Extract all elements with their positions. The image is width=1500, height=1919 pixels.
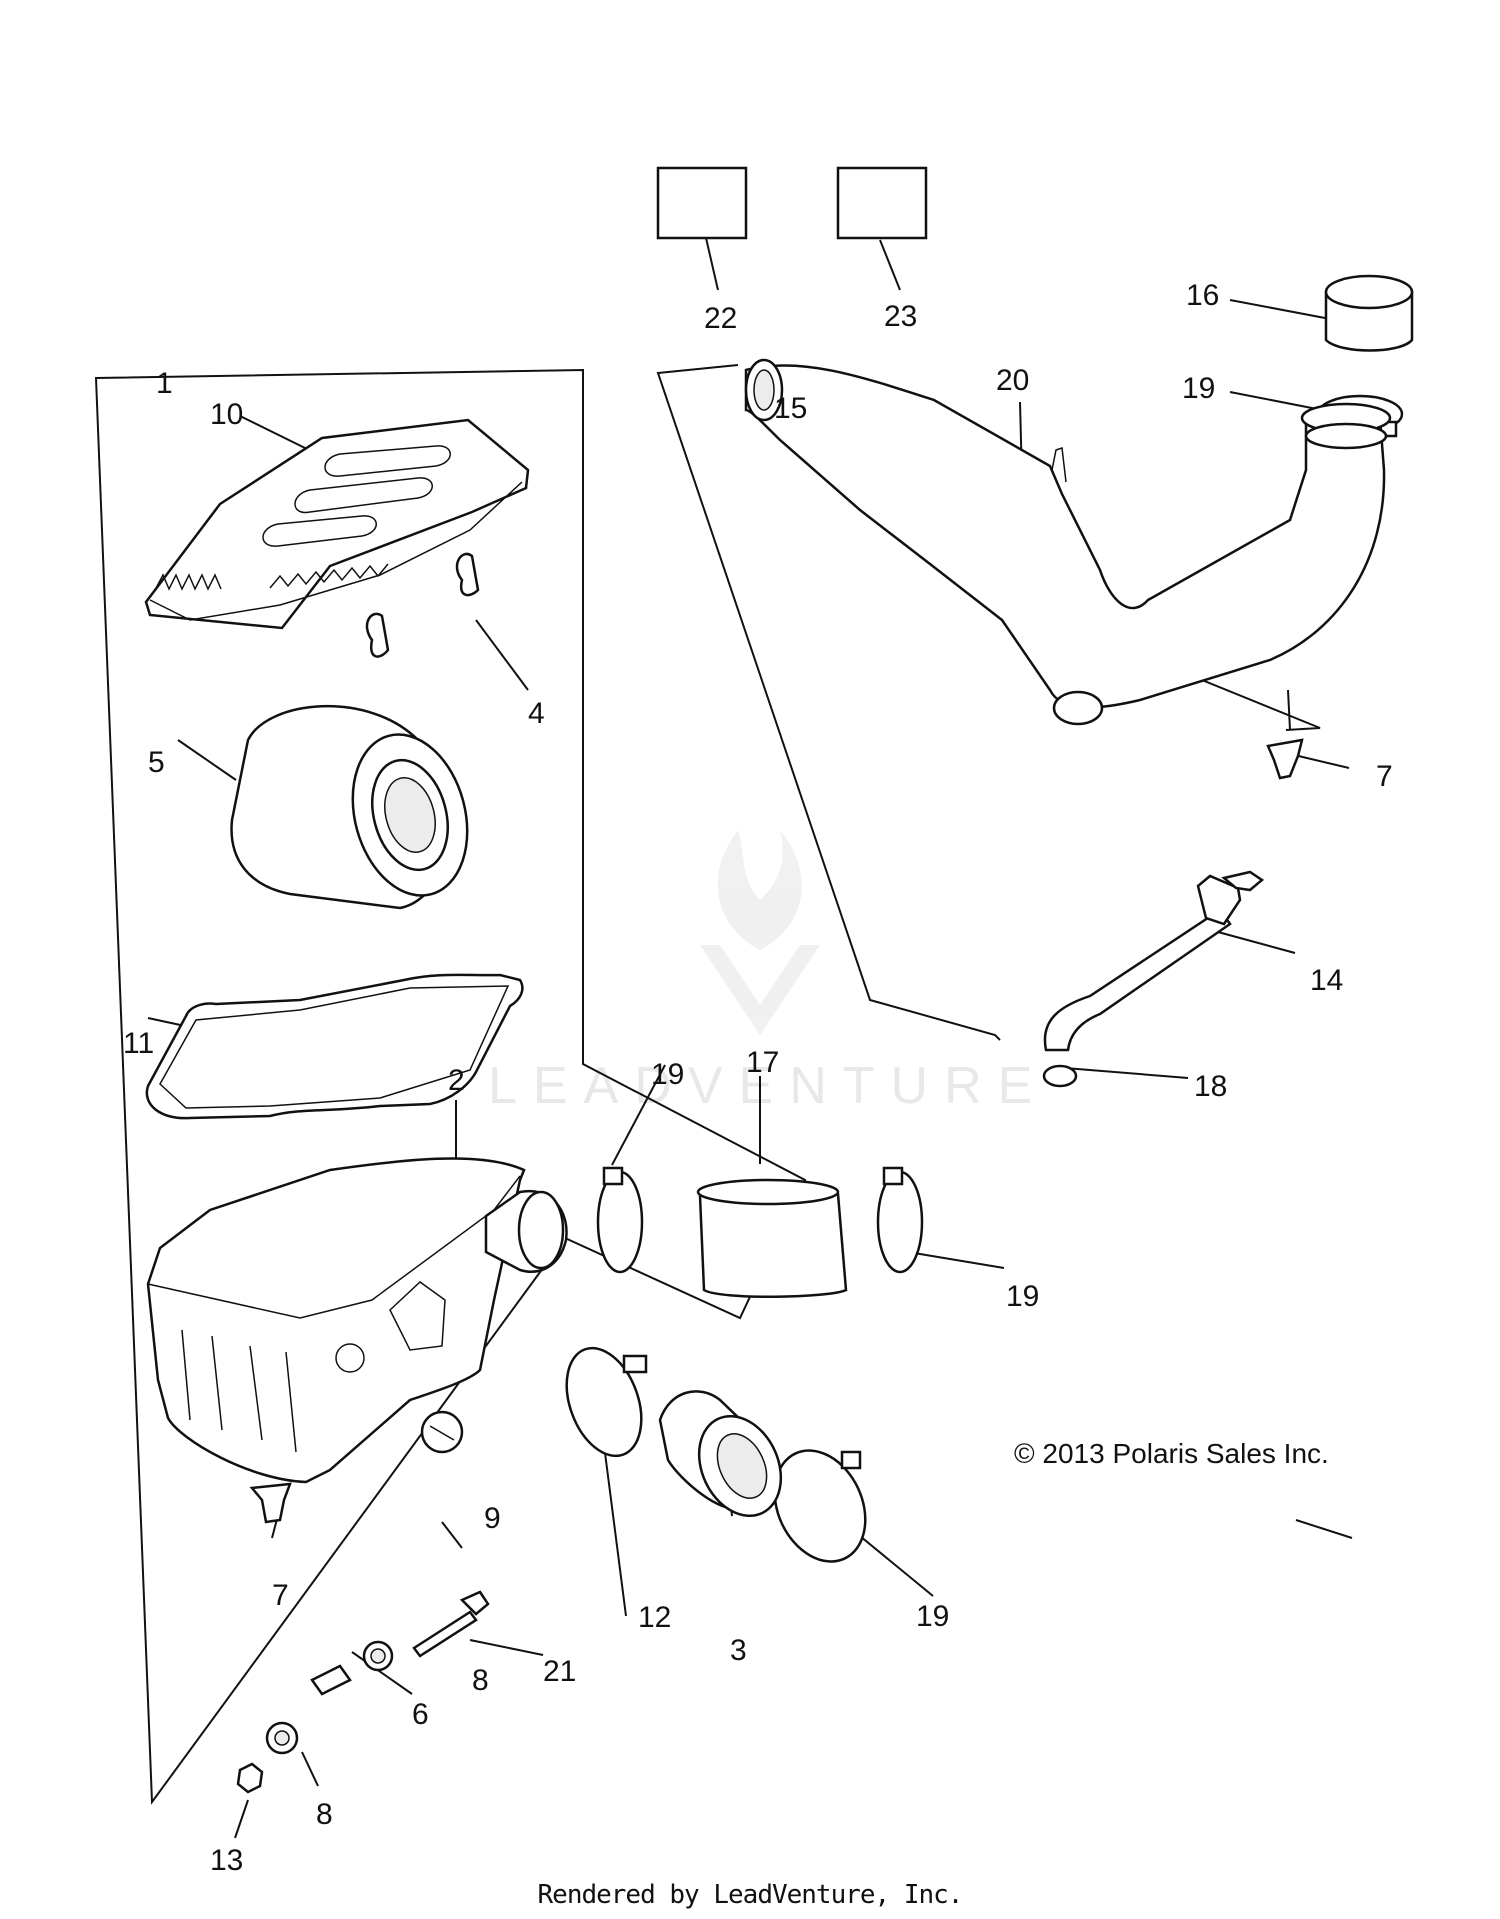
callout-21: 21: [543, 1655, 576, 1688]
callout-7-lower: 7: [272, 1579, 289, 1612]
part-17-coupler: [696, 1178, 848, 1299]
callout-19-right: 19: [1006, 1280, 1039, 1313]
part-7-rivet-lower: [249, 1482, 292, 1524]
callout-4: 4: [528, 697, 545, 730]
callout-6: 6: [412, 1698, 429, 1731]
callout-3: 3: [730, 1634, 747, 1667]
callout-19-bottom: 19: [916, 1600, 949, 1633]
part-15-intake-hose: [744, 358, 1392, 726]
part-16-sleeve: [1324, 274, 1414, 352]
callout-8-upper: 8: [472, 1664, 489, 1697]
part-5-air-filter: [230, 704, 469, 910]
callout-14: 14: [1310, 964, 1343, 997]
part-21-bolt: [412, 1590, 490, 1658]
part-19-clamp-right: [876, 1166, 924, 1274]
callout-9: 9: [484, 1502, 501, 1535]
callout-16: 16: [1186, 279, 1219, 312]
part-12-clamp: [565, 1346, 648, 1458]
callout-13: 13: [210, 1844, 243, 1877]
part-4-clips: [365, 552, 480, 658]
part-3-boot: [658, 1390, 783, 1518]
callout-11: 11: [123, 1027, 154, 1060]
callout-18: 18: [1194, 1070, 1227, 1103]
part-14-drain-tube: [1043, 870, 1265, 1052]
part-8-bushing-upper: [362, 1640, 394, 1672]
callout-8-lower: 8: [316, 1798, 333, 1831]
part-10-airbox-cover: [144, 418, 530, 630]
part-11-seal: [145, 973, 524, 1120]
callout-12: 12: [638, 1601, 671, 1634]
callout-19-top: 19: [1182, 372, 1215, 405]
callout-2: 2: [448, 1064, 465, 1097]
callout-10: 10: [210, 398, 243, 431]
callout-22: 22: [704, 302, 737, 335]
part-2-airbox-base: [146, 1157, 568, 1484]
callout-15: 15: [774, 392, 807, 425]
callout-7-upper: 7: [1376, 760, 1393, 793]
callout-labels: 1 10 4 5 11 2 9 7 12 3 19 21 8 6 8 13 22…: [123, 279, 1393, 1877]
watermark-logo: [700, 830, 820, 1035]
part-23-label-box: [836, 166, 928, 240]
part-18-small-clamp: [1042, 1064, 1078, 1088]
callout-1: 1: [156, 367, 173, 400]
rendered-by-footer: Rendered by LeadVenture, Inc.: [537, 1880, 964, 1910]
callout-23: 23: [884, 300, 917, 333]
part-13-nut: [236, 1762, 264, 1794]
callout-19-left: 19: [651, 1058, 684, 1091]
part-8-bushing-lower: [265, 1721, 299, 1755]
callout-17: 17: [746, 1046, 779, 1079]
callout-5: 5: [148, 746, 165, 779]
copyright-notice: © 2013 Polaris Sales Inc.: [1014, 1438, 1329, 1469]
part-22-label-box: [656, 166, 748, 240]
part-9-plug: [420, 1410, 464, 1454]
part-19-clamp-left: [596, 1166, 644, 1274]
part-6-spacer: [310, 1664, 352, 1696]
part-19-clamp-bottom: [773, 1449, 867, 1563]
callout-20: 20: [996, 364, 1029, 397]
part-7-rivet-upper: [1266, 738, 1304, 780]
